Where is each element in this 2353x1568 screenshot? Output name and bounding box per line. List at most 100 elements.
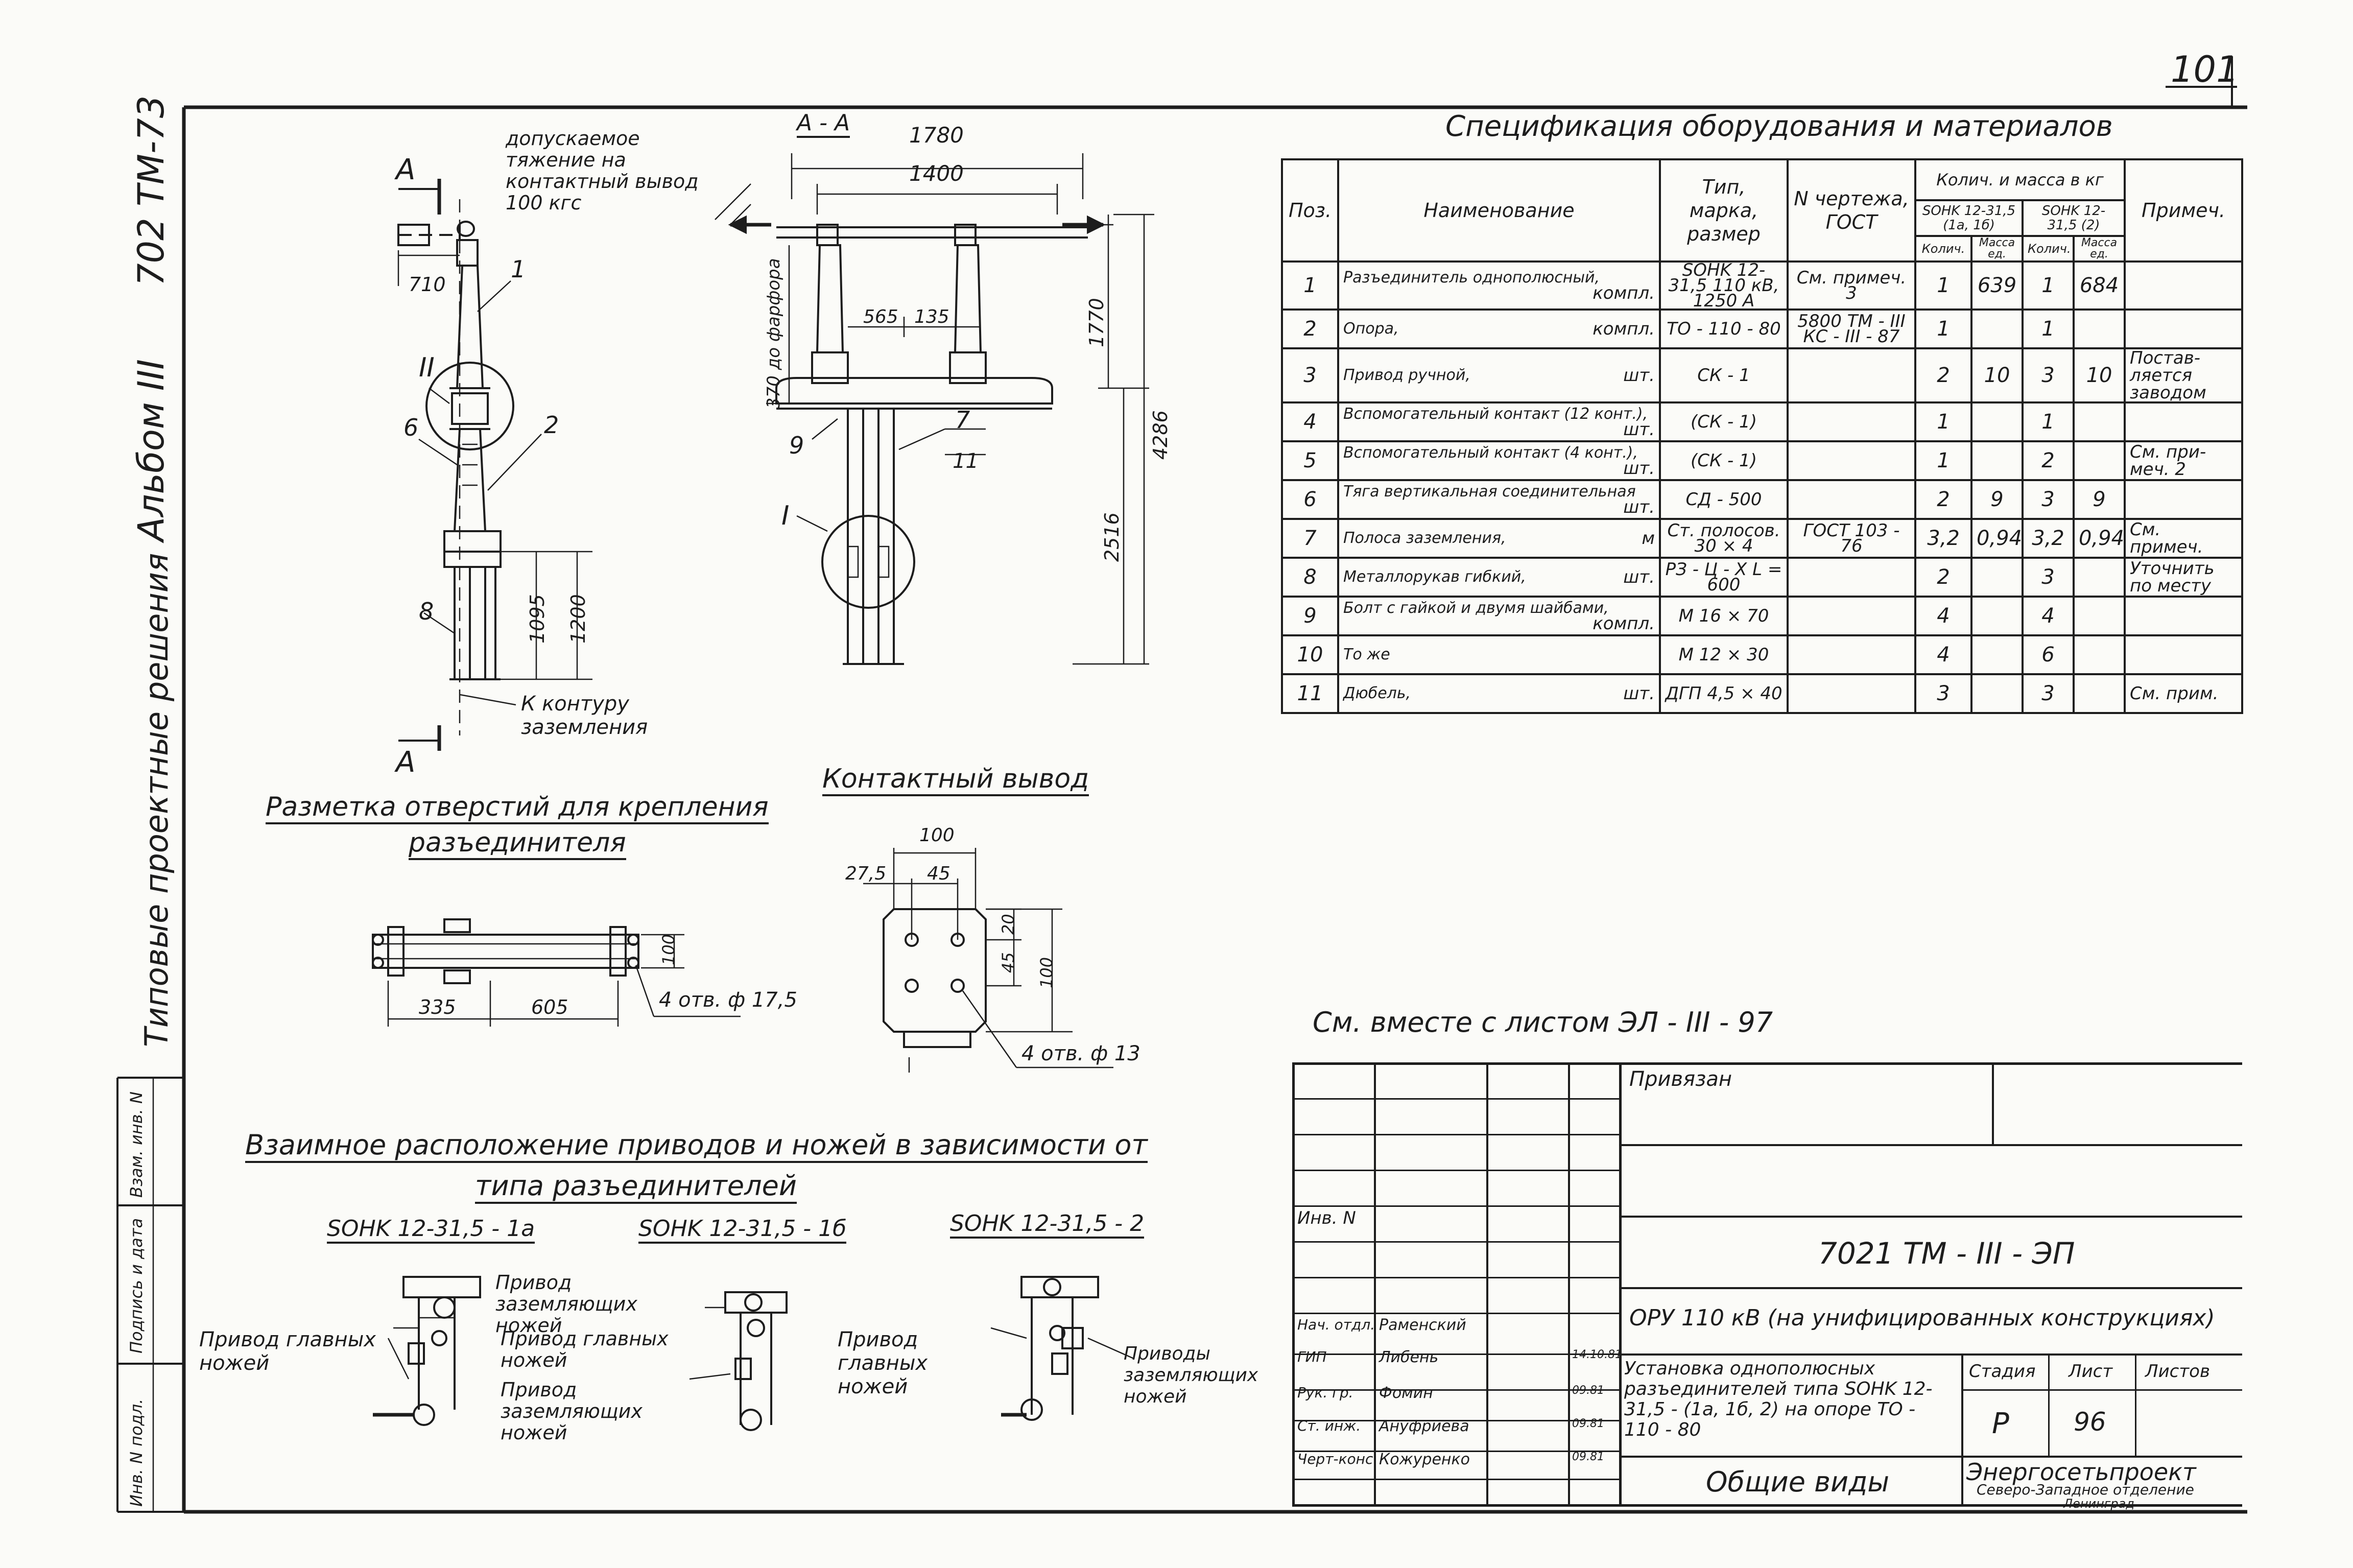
tb-city: Ленинград [2063, 1496, 2134, 1511]
spec-cell-mass-2 [2072, 596, 2126, 636]
spec-cell-mass-2 [2072, 673, 2126, 714]
tb-person-date: 09.81 [1572, 1384, 1604, 1397]
tb-doc-code: 7021 ТМ - III - ЭП [1818, 1236, 2075, 1271]
spec-cell-name: Металлорукав гибкий,шт. [1337, 557, 1661, 598]
tb-sheet-title: Общие виды [1706, 1466, 1890, 1498]
label-ground-drive-2-text: Привод заземляющих ножей [501, 1379, 643, 1444]
terminal-title: Контактный вывод [822, 764, 1089, 796]
dim-4286: 4286 [1149, 410, 1172, 460]
tb-stage: Р [1992, 1407, 2009, 1440]
spec-item-unit: компл. [1593, 613, 1655, 634]
spec-cell-note [2124, 596, 2244, 636]
holes-title-1: Разметка отверстий для крепления [266, 792, 769, 824]
dim-1095: 1095 [526, 594, 549, 644]
spec-cell-type: ТО - 110 - 80 [1659, 308, 1789, 349]
album-vertical: Альбом III [130, 359, 172, 541]
spec-cell-note: См. прим. [2124, 673, 2244, 714]
spec-head-mass-1: Масса ед. [1970, 235, 2024, 263]
spec-cell-note [2124, 260, 2244, 311]
spec-cell-qty-2: 3 [2022, 557, 2075, 598]
label-main-drive-1: Привод главных ножей [199, 1328, 383, 1375]
tb-description: Установка однополюсных разъединителей ти… [1624, 1359, 1956, 1440]
spec-cell-name: То же [1337, 634, 1661, 675]
dim-terminal-100: 100 [919, 825, 955, 846]
page-number: 101 [2171, 49, 2239, 90]
label-ground-drive-1-text: Привод заземляющих ножей [495, 1271, 637, 1337]
callout-6: 6 [403, 414, 419, 441]
spec-item-unit: шт. [1623, 497, 1655, 517]
spec-head-group1: SOHK 12-31,5 (1а, 1б) [1914, 199, 2024, 237]
dim-135: 135 [914, 306, 949, 327]
dim-1400: 1400 [909, 161, 964, 186]
holes-title-2: разъединителя [409, 827, 626, 860]
strip-cell-signature: Подпись и дата [127, 1218, 146, 1353]
dim-terminal-27-5: 27,5 [845, 863, 887, 884]
callout-8: 8 [419, 598, 434, 625]
spec-item-name: Привод ручной, [1343, 366, 1470, 384]
spec-cell-name: Вспомогательный контакт (4 конт.),шт. [1337, 440, 1661, 481]
spec-cell-note: Постав- ляется заводом [2124, 347, 2244, 403]
dim-1770: 1770 [1085, 298, 1108, 347]
strip-cell-inventory: Инв. N подл. [127, 1398, 146, 1507]
spec-cell-drawing [1787, 557, 1916, 598]
section-a-top: А [396, 153, 416, 186]
drive-type-1b: SOHK 12-31,5 - 1б [638, 1216, 847, 1244]
spec-item-unit: м [1642, 528, 1655, 549]
spec-item-name: Опора, [1343, 320, 1399, 338]
spec-cell-note: См. при- меч. 2 [2124, 440, 2244, 481]
spec-head-mass-2: Масса ед. [2072, 235, 2126, 263]
spec-cell-pos: 8 [1281, 557, 1339, 598]
tb-person-name: Либень [1379, 1348, 1439, 1366]
tb-person-date: 09.81 [1572, 1417, 1604, 1430]
spec-cell-qty-2: 3 [2022, 479, 2075, 520]
dim-2516: 2516 [1101, 512, 1123, 562]
title-block: Привязан Инв. N 7021 ТМ - III - ЭП ОРУ 1… [1292, 1062, 2242, 1511]
tb-sheets-label: Листов [2145, 1361, 2211, 1382]
spec-cell-type: РЗ - Ц - Х L = 600 [1659, 557, 1789, 598]
spec-cell-pos: 5 [1281, 440, 1339, 481]
tb-person-date: 09.81 [1572, 1451, 1604, 1463]
spec-cell-pos: 2 [1281, 308, 1339, 349]
spec-cell-mass-2: 684 [2072, 260, 2126, 311]
spec-cell-mass-1 [1970, 440, 2024, 481]
spec-cell-qty-1: 2 [1914, 557, 1972, 598]
spec-cell-pos: 9 [1281, 596, 1339, 636]
spec-cell-drawing [1787, 634, 1916, 675]
spec-cell-qty-1: 2 [1914, 347, 1972, 403]
spec-item-unit: шт. [1623, 419, 1655, 440]
dim-terminal-100-side: 100 [1037, 957, 1056, 988]
dim-terminal-20: 20 [999, 914, 1018, 935]
dim-1780: 1780 [909, 123, 964, 148]
spec-cell-qty-2: 3,2 [2022, 518, 2075, 559]
label-ground-drive-2: Привод заземляющих ножей [501, 1379, 695, 1443]
spec-cell-qty-2: 3 [2022, 347, 2075, 403]
spec-cell-drawing [1787, 479, 1916, 520]
spec-cell-type: М 16 × 70 [1659, 596, 1789, 636]
dim-terminal-45: 45 [927, 863, 950, 884]
spec-item-unit: компл. [1593, 283, 1655, 303]
spec-cell-type: (СК - 1) [1659, 401, 1789, 442]
dim-605: 605 [531, 996, 568, 1018]
spec-cell-qty-1: 2 [1914, 479, 1972, 520]
spec-table: Поз. Наименование Тип, марка, размер N ч… [1281, 158, 2244, 714]
label-ground-drive-1: Привод заземляющих ножей [495, 1272, 690, 1336]
spec-cell-pos: 4 [1281, 401, 1339, 442]
tb-person-name: Раменский [1379, 1316, 1466, 1334]
tb-branch: Северо-Западное отделение [1977, 1481, 2194, 1498]
callout-11: 11 [953, 449, 979, 473]
spec-cell-qty-1: 3 [1914, 673, 1972, 714]
spec-cell-mass-2 [2072, 308, 2126, 349]
spec-cell-qty-1: 1 [1914, 260, 1972, 311]
label-main-drive-3-text: Привод главных ножей [838, 1328, 928, 1398]
tb-person-name: Ануфриева [1379, 1417, 1469, 1435]
spec-cell-mass-1 [1970, 634, 2024, 675]
tb-description-text: Установка однополюсных разъединителей ти… [1624, 1358, 1933, 1440]
spec-cell-drawing [1787, 401, 1916, 442]
dim-1200: 1200 [567, 594, 589, 644]
spec-item-unit: шт. [1623, 683, 1655, 704]
doc-number-vertical: 702 ТМ-73 [130, 95, 172, 286]
spec-cell-name: Опора,компл. [1337, 308, 1661, 349]
